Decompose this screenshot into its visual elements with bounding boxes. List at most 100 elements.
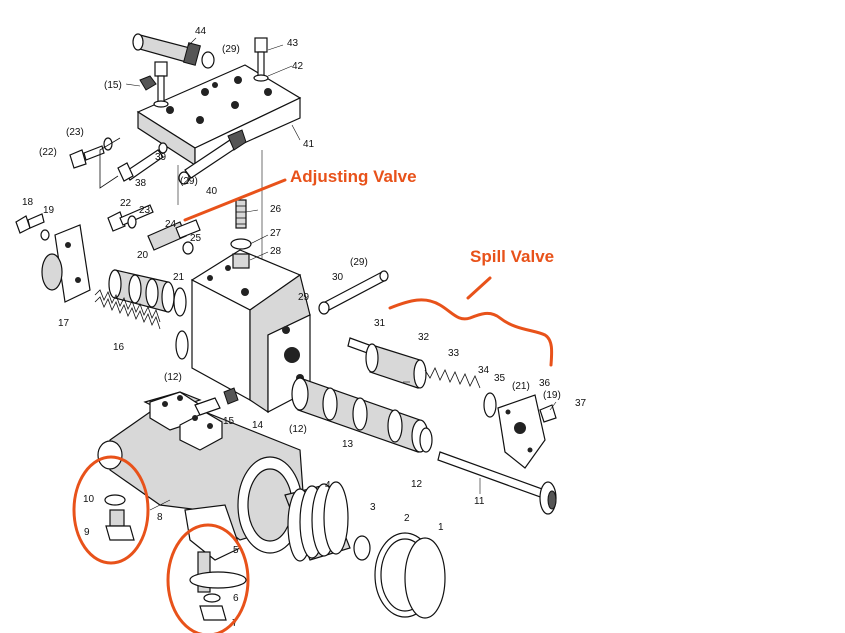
label-20: 20 [137, 250, 149, 261]
part-20-piston [108, 269, 175, 313]
part-15-nut-top [139, 75, 157, 91]
part-17-plate [41, 224, 91, 303]
spill-valve-outline [388, 298, 554, 367]
label-15a: (15) [104, 80, 122, 91]
spill-valve-pointer [466, 276, 492, 300]
label-12b: (12) [289, 424, 307, 435]
o-ring-29-mid [178, 171, 190, 185]
label-26: 26 [270, 204, 282, 215]
label-15: 15 [223, 416, 235, 427]
adjusting-valve-pointer [183, 178, 287, 222]
label-32: 32 [418, 332, 430, 343]
label-5: 5 [233, 545, 239, 556]
label-8: 8 [157, 512, 163, 523]
leader-lines [125, 37, 557, 511]
label-31: 31 [374, 318, 386, 329]
adjusting-valve-label: Adjusting Valve [290, 167, 417, 186]
label-28: 28 [270, 246, 282, 257]
label-12a: (12) [164, 372, 182, 383]
label-36: 36 [539, 378, 551, 389]
label-19a: (19) [543, 390, 561, 401]
label-7: 7 [232, 618, 238, 629]
part-44-plug [132, 33, 201, 66]
part-labels: 1 2 3 4 5 6 7 8 9 10 11 12 (12) (12) 13 … [22, 26, 587, 629]
part-5-bolt [189, 551, 247, 621]
part-22-bolt [69, 145, 105, 169]
label-27: 27 [270, 228, 282, 239]
circle-bolt-5 [166, 523, 250, 633]
label-42: 42 [292, 61, 304, 72]
label-22: 22 [120, 198, 132, 209]
annotations: Adjusting Valve Spill Valve [72, 167, 554, 633]
label-22a: (22) [39, 147, 57, 158]
label-16: 16 [113, 342, 125, 353]
part-11-rod [437, 451, 557, 515]
part-1-ring [404, 537, 446, 619]
part-38-bolt [117, 149, 164, 182]
label-37: 37 [575, 398, 587, 409]
label-34: 34 [478, 365, 490, 376]
o-ring-29-top [201, 51, 215, 69]
o-ring-12-block [175, 330, 189, 360]
label-41: 41 [303, 139, 315, 150]
label-1: 1 [438, 522, 444, 533]
label-39: 39 [155, 152, 167, 163]
part-19-washer [40, 229, 50, 241]
label-17: 17 [58, 318, 70, 329]
valve-block-14 [190, 249, 311, 414]
part-23-washer [103, 137, 113, 151]
main-housing-8 [97, 387, 306, 561]
label-19: 19 [43, 205, 55, 216]
label-12: 12 [411, 479, 423, 490]
part-4-piston [284, 481, 351, 562]
part-28-seat [232, 253, 250, 269]
label-24: 24 [165, 219, 177, 230]
label-18: 18 [22, 197, 34, 208]
part-21-ring [173, 287, 187, 317]
label-21: 21 [173, 272, 185, 283]
label-29a: (29) [222, 44, 240, 55]
label-33: 33 [448, 348, 460, 359]
part-18-bolt [15, 213, 45, 234]
part-43-bolt [253, 37, 269, 82]
bracket-line-38 [99, 137, 121, 189]
part-13-spool [291, 377, 429, 453]
adjusting-valve-parts [107, 204, 201, 255]
label-29c: (29) [350, 257, 368, 268]
part-27-ring [230, 238, 252, 250]
circle-plug-9 [72, 455, 150, 565]
part-26-spring [235, 199, 247, 229]
label-44: 44 [195, 26, 207, 37]
spill-valve-label: Spill Valve [470, 247, 554, 266]
label-4: 4 [325, 480, 331, 491]
part-9-plug [104, 494, 135, 541]
part-30-pin [324, 270, 389, 311]
part-29-ring [318, 301, 330, 315]
label-29: 29 [298, 292, 310, 303]
label-9: 9 [84, 527, 90, 538]
label-35: 35 [494, 373, 506, 384]
label-40: 40 [206, 186, 218, 197]
top-block-41 [136, 64, 302, 270]
part-12-ring [419, 427, 433, 453]
label-21a: (21) [512, 381, 530, 392]
part-3-cap [353, 535, 371, 561]
part-16-spring [94, 289, 161, 330]
label-29b: (29) [180, 176, 198, 187]
label-23: 23 [139, 205, 151, 216]
label-30: 30 [332, 272, 344, 283]
label-25: 25 [190, 233, 202, 244]
part-40-bolt [184, 129, 247, 179]
label-38: 38 [135, 178, 147, 189]
spill-valve-parts [347, 337, 557, 469]
label-3: 3 [370, 502, 376, 513]
label-10: 10 [83, 494, 95, 505]
label-11: 11 [474, 496, 485, 507]
label-6: 6 [233, 593, 239, 604]
label-14: 14 [252, 420, 264, 431]
label-2: 2 [404, 513, 410, 524]
part-42-bolt-left [153, 61, 169, 108]
label-43: 43 [287, 38, 299, 49]
